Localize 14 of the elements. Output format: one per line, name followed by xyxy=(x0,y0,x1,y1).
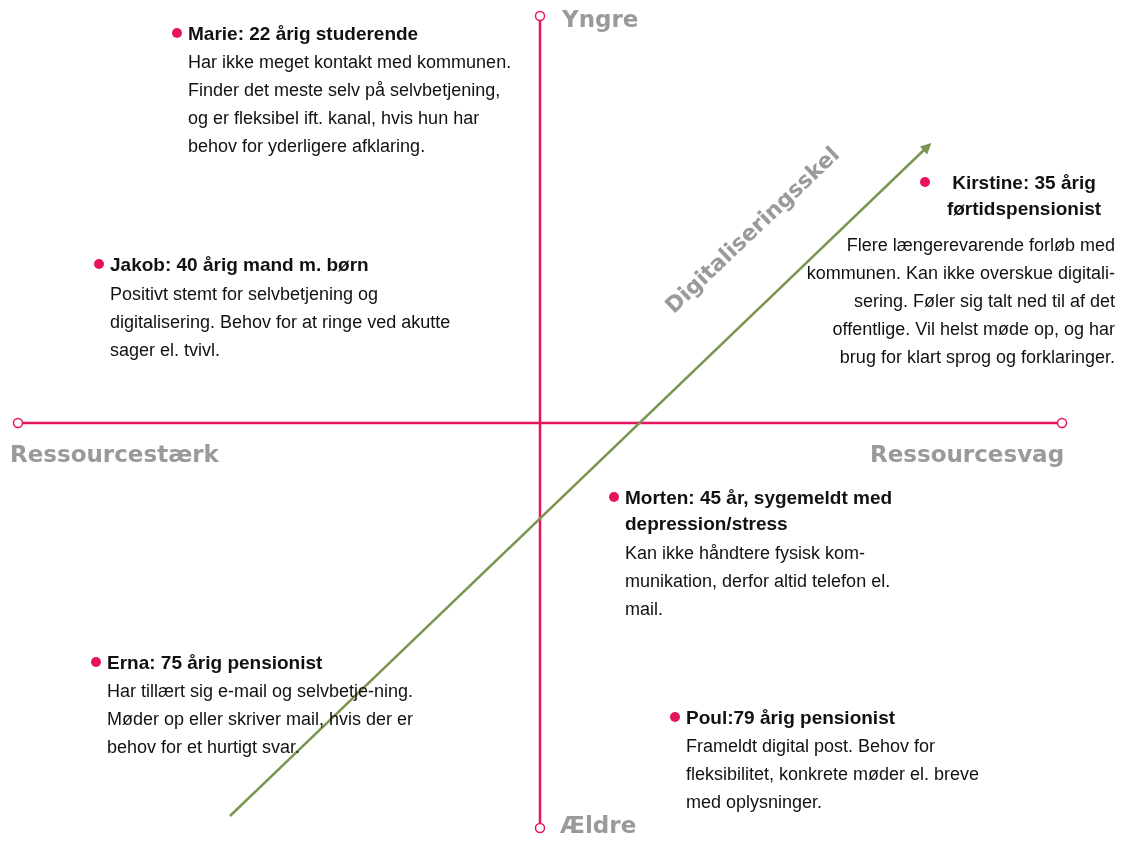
persona-description: Har ikke meget kontakt med kommunen. Finder det meste selv på selvbetjening, og er fleksibel ift. kanal, hvis hun har behov for yderligere afklaring. xyxy=(188,51,513,158)
axis-label: Ressourcesvag xyxy=(870,441,1065,467)
persona-heading: Morten: 45 år, sygemeldt med depression/stress xyxy=(625,486,894,536)
persona-description: Frameldt digital post. Behov for fleksibilitet, konkrete møder el. breve med oplysninger. xyxy=(686,735,981,814)
persona-heading: Jakob: 40 årig mand m. børn xyxy=(110,253,370,277)
persona-heading: Poul:79 årig pensionist xyxy=(686,706,897,730)
persona-heading: Erna: 75 årig pensionist xyxy=(107,651,324,675)
persona-heading: Kirstine: 35 årig førtidspensionist xyxy=(945,171,1103,221)
axis-label: Ældre xyxy=(560,812,637,838)
persona-heading: Marie: 22 årig studerende xyxy=(188,22,420,46)
persona-description: Positivt stemt for selvbetjening og digitalisering. Behov for at ringe ved akutte sager el. tvivl. xyxy=(110,283,452,362)
persona-description: Kan ikke håndtere fysisk kom-munikation, derfor altid telefon el. mail. xyxy=(625,542,892,621)
axis-label: Yngre xyxy=(562,6,639,32)
axis-label: Ressourcestærk xyxy=(10,441,219,467)
